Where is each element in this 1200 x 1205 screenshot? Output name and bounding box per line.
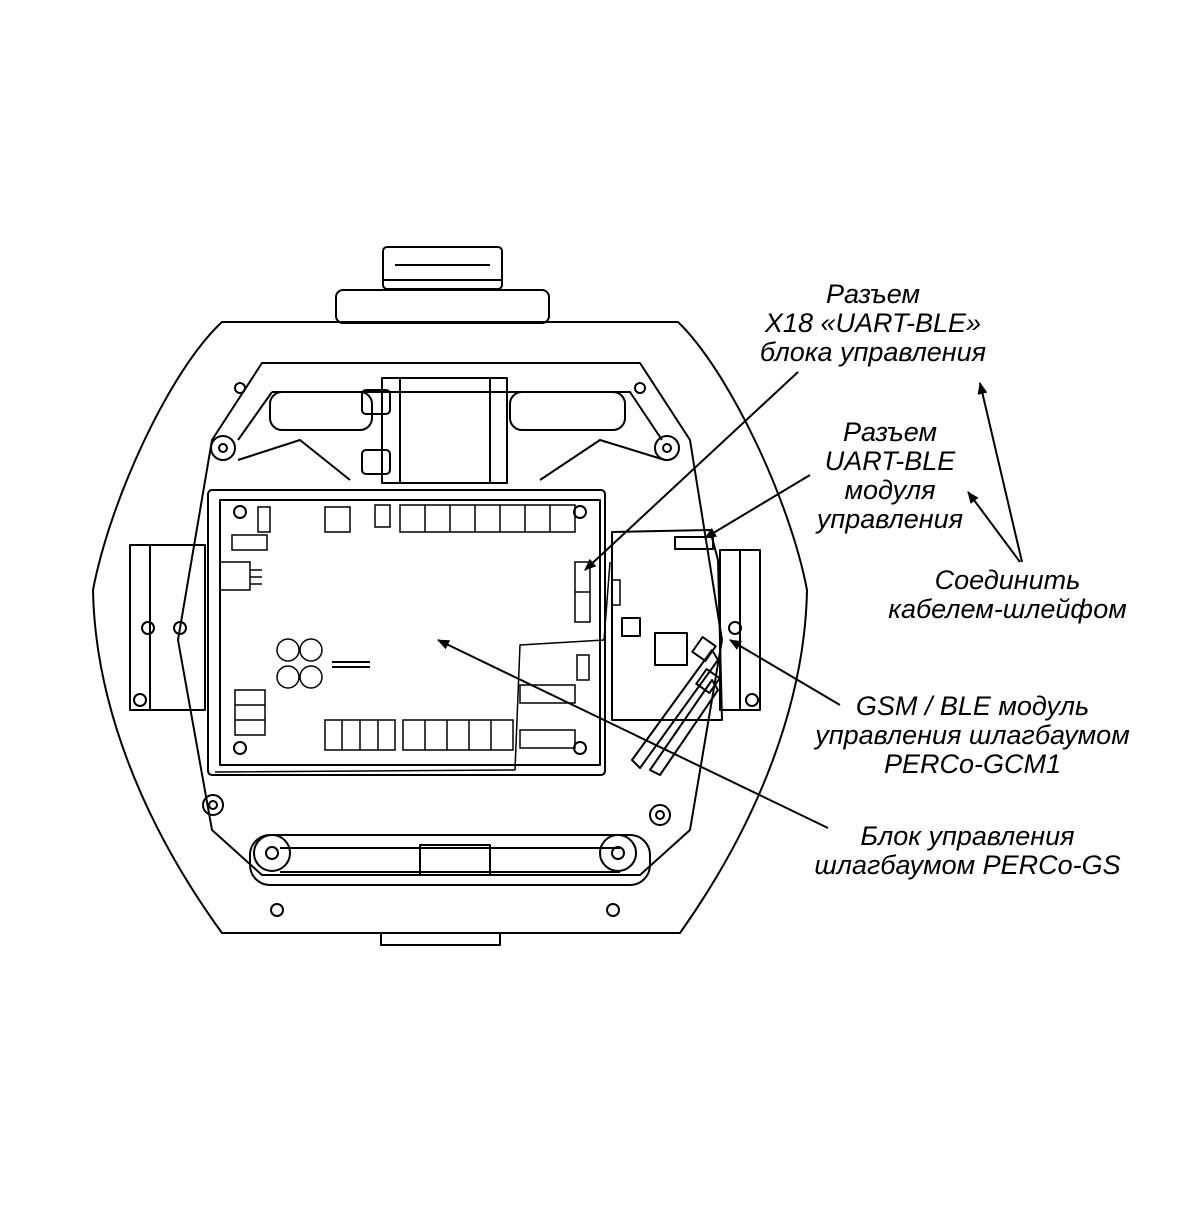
leader-uart-module bbox=[704, 474, 811, 539]
top-flange bbox=[335, 289, 550, 324]
label-connect-cable: Соединить кабелем-шлейфом bbox=[888, 565, 1127, 624]
label-control-unit: Блок управления шлагбаумом PERCo-GS bbox=[814, 821, 1121, 880]
leader-gsm bbox=[729, 639, 841, 706]
antenna bbox=[631, 649, 719, 769]
label-uart-ble-connector: Разъем UART-BLE модуля управления bbox=[816, 417, 964, 534]
leader-control-unit bbox=[437, 639, 829, 829]
left-side-bracket bbox=[129, 544, 206, 711]
center-bracket bbox=[381, 377, 508, 484]
bottom-mechanism bbox=[249, 834, 651, 886]
ribbon-cable bbox=[214, 561, 611, 773]
top-cap bbox=[382, 246, 503, 290]
leader-connect-1 bbox=[977, 382, 1023, 563]
inner-frame bbox=[177, 362, 723, 876]
control-buttons bbox=[276, 638, 323, 689]
leader-lines bbox=[437, 371, 1023, 829]
gsm-module-board bbox=[611, 529, 723, 721]
label-x18-connector: Разъем X18 «UART-BLE» блока управления bbox=[759, 279, 987, 367]
leader-x18 bbox=[584, 371, 799, 571]
mounting-screws bbox=[133, 382, 759, 917]
label-gsm-module: GSM / BLE модуль управления шлагбаумом P… bbox=[815, 691, 1130, 779]
leader-connect-2 bbox=[967, 491, 1021, 563]
outer-housing bbox=[92, 321, 808, 934]
terminal-blocks bbox=[219, 504, 621, 751]
